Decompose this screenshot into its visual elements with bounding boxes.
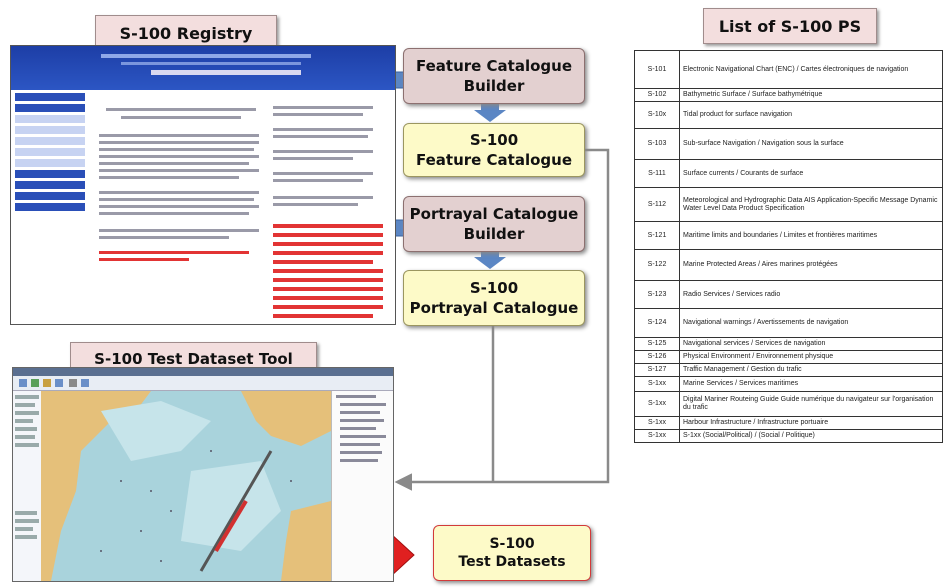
chart-map[interactable] <box>41 391 331 581</box>
ps-name-cell: Electronic Navigational Chart (ENC) / Ca… <box>679 50 943 89</box>
ps-name-cell: Maritime limits and boundaries / Limites… <box>679 221 943 250</box>
ps-code-cell: S-121 <box>634 221 680 250</box>
ps-name-cell: Marine Protected Areas / Aires marines p… <box>679 249 943 281</box>
ps-name-cell: S-1xx (Social/Political) / (Social / Pol… <box>679 429 943 443</box>
ps-code-cell: S-101 <box>634 50 680 89</box>
ps-name-cell: Sub-surface Navigation / Navigation sous… <box>679 128 943 160</box>
portrayal-catalogue-builder: Portrayal Catalogue Builder <box>403 196 585 252</box>
portrayal-catalogue-builder-line1: Portrayal Catalogue <box>409 205 579 223</box>
ps-name-cell: Bathymetric Surface / Surface bathymétri… <box>679 88 943 102</box>
ps-name-cell: Surface currents / Courants de surface <box>679 159 943 188</box>
ps-name-cell: Radio Services / Services radio <box>679 280 943 309</box>
portrayal-catalogue-line2: Portrayal Catalogue <box>409 299 579 317</box>
portrayal-catalogue: S-100 Portrayal Catalogue <box>403 270 585 326</box>
ps-name-cell: Physical Environment / Environnement phy… <box>679 350 943 364</box>
test-dataset-tool-screenshot <box>12 367 394 582</box>
portrayal-catalogue-line1: S-100 <box>469 279 519 297</box>
ps-name-cell: Meteorological and Hydrographic Data AIS… <box>679 187 943 222</box>
test-datasets-line2: Test Datasets <box>458 554 566 570</box>
feature-catalogue-line2: Feature Catalogue <box>415 151 573 169</box>
feature-down-arrow <box>474 103 506 122</box>
ps-code-cell: S-1xx <box>634 376 680 392</box>
ps-code-cell: S-127 <box>634 363 680 377</box>
ps-code-cell: S-103 <box>634 128 680 160</box>
feature-catalogue-builder-line1: Feature Catalogue <box>415 57 573 75</box>
test-datasets-line1: S-100 <box>489 536 535 552</box>
ps-list-title: List of S-100 PS <box>703 8 877 44</box>
portrayal-catalogue-builder-line2: Builder <box>463 225 525 243</box>
feature-catalogue-builder-line2: Builder <box>463 77 525 95</box>
portrayal-down-arrow <box>474 250 506 269</box>
registry-screenshot <box>10 45 396 325</box>
ps-code-cell: S-111 <box>634 159 680 188</box>
registry-sidebar <box>11 90 89 324</box>
feature-catalogue-builder: Feature Catalogue Builder <box>403 48 585 104</box>
ps-name-cell: Traffic Management / Gestion du trafic <box>679 363 943 377</box>
test-datasets: S-100 Test Datasets <box>433 525 591 581</box>
ps-code-cell: S-125 <box>634 337 680 351</box>
ps-code-cell: S-126 <box>634 350 680 364</box>
feature-catalogue-line1: S-100 <box>469 131 519 149</box>
ps-code-cell: S-112 <box>634 187 680 222</box>
ps-code-cell: S-123 <box>634 280 680 309</box>
ps-name-cell: Tidal product for surface navigation <box>679 101 943 129</box>
ps-code-cell: S-10x <box>634 101 680 129</box>
ps-name-cell: Harbour Infrastructure / Infrastructure … <box>679 416 943 430</box>
ps-name-cell: Navigational services / Services de navi… <box>679 337 943 351</box>
ps-code-cell: S-124 <box>634 308 680 338</box>
ps-code-cell: S-122 <box>634 249 680 281</box>
ps-name-cell: Navigational warnings / Avertissements d… <box>679 308 943 338</box>
ps-code-cell: S-1xx <box>634 429 680 443</box>
feature-catalogue-connector <box>394 148 610 491</box>
ps-name-cell: Marine Services / Services maritimes <box>679 376 943 392</box>
ps-code-cell: S-1xx <box>634 391 680 417</box>
ps-code-cell: S-1xx <box>634 416 680 430</box>
ps-code-cell: S-102 <box>634 88 680 102</box>
ps-name-cell: Digital Mariner Routeing Guide Guide num… <box>679 391 943 417</box>
feature-catalogue: S-100 Feature Catalogue <box>403 123 585 177</box>
registry-banner <box>11 46 395 90</box>
